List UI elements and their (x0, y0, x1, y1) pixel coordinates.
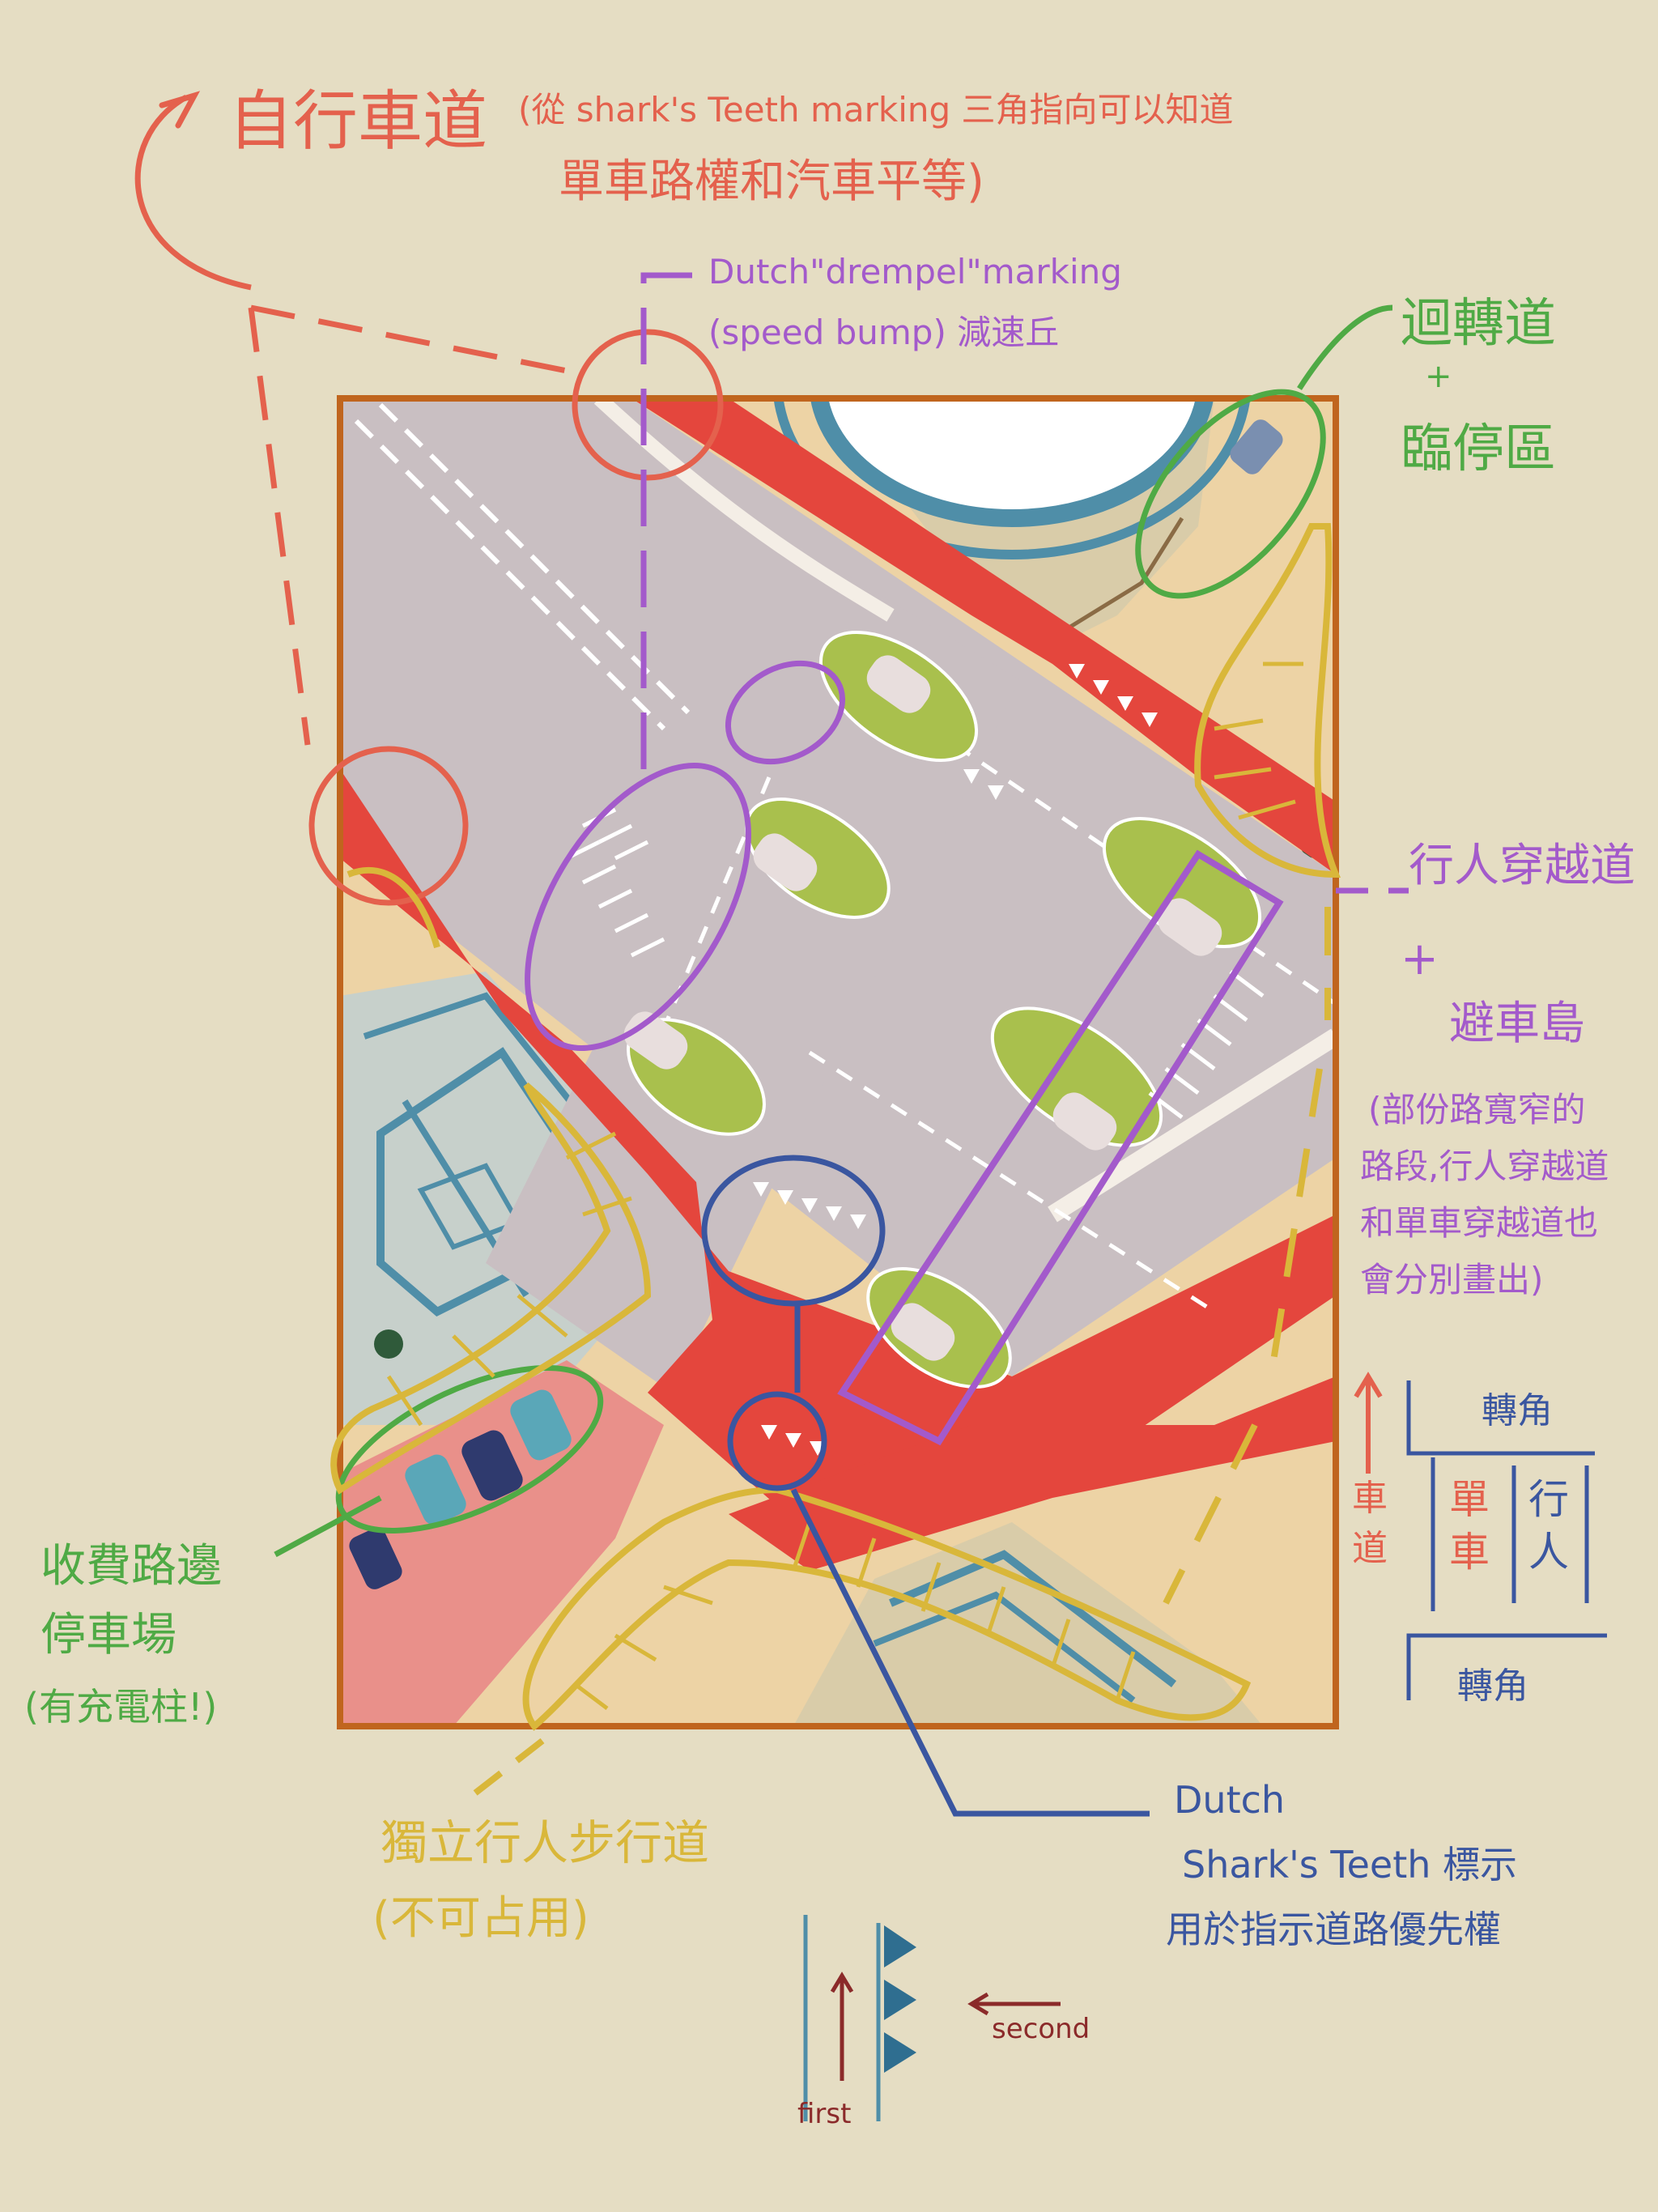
bottom-building (793, 1522, 1263, 1726)
sidewalk-outlines (330, 523, 1341, 1801)
lane-legend-arrow (1354, 1372, 1383, 1474)
bike-lane-south (340, 769, 1336, 1506)
priority-triangle-1 (884, 1925, 916, 1967)
crossing-note-1: (部份路寬窄的 (1368, 1090, 1586, 1129)
legend-lane-bike: 單車 (1449, 1476, 1490, 1576)
sidewalk-hatching (386, 661, 1303, 1710)
bike-lane-detail-2: 單車路權和汽車平等) (559, 155, 984, 208)
pickup-zone-label: 臨停區 (1401, 419, 1556, 479)
drempel-label-1: Dutch"drempel"marking (708, 252, 1122, 291)
parking-label-3: (有充電柱!) (24, 1685, 218, 1729)
u-turn-label: 迴轉道 (1401, 294, 1556, 354)
crossing-note-4: 會分別畫出) (1360, 1260, 1544, 1300)
priority-triangle-3 (884, 2032, 916, 2073)
sidewalk-label-1: 獨立行人步行道 (380, 1815, 710, 1870)
drempel-label-2: (speed bump) 減速丘 (708, 313, 1060, 352)
priority-legend (803, 1915, 1061, 2121)
crossing-note-3: 和單車穿越道也 (1360, 1203, 1599, 1243)
legend-corner-top: 轉角 (1482, 1390, 1553, 1431)
traffic-islands (623, 631, 1262, 1389)
green-callouts (274, 304, 1393, 1558)
parking-label-2: 停車場 (40, 1609, 176, 1661)
map (340, 398, 1336, 1726)
sharks-teeth-label-2: Shark's Teeth 標示 (1182, 1843, 1518, 1887)
parking-label-1: 收費路邊 (40, 1540, 222, 1593)
sidewalk-label-2: (不可占用) (372, 1892, 589, 1945)
crossing-note-2: 路段,行人穿越道 (1360, 1146, 1609, 1186)
bike-lane-callout (134, 91, 724, 906)
sharks-teeth-markings (753, 664, 1158, 1456)
lane-legend-box (1406, 1380, 1607, 1700)
legend-corner-bottom: 轉角 (1457, 1665, 1528, 1707)
map-frame (337, 395, 1339, 1729)
crossing-label: 行人穿越道 (1409, 840, 1635, 892)
priority-triangle-2 (884, 1980, 916, 2020)
bike-lane-bottom (340, 1360, 664, 1726)
crossing-plus: + (1401, 933, 1439, 985)
legend-lane-car: 車道 (1352, 1478, 1388, 1569)
sharks-teeth-label-1: Dutch (1174, 1778, 1286, 1822)
refuge-island-label: 避車島 (1449, 998, 1585, 1050)
u-turn-plus: + (1425, 358, 1452, 395)
sharks-teeth-callout (701, 1155, 1150, 1817)
bike-lane-detail-1: (從 shark's Teeth marking 三角指向可以知道 (518, 90, 1234, 130)
cross-road (486, 567, 1020, 1393)
drempel-callout (525, 272, 1409, 1446)
parked-cars (349, 419, 1283, 1589)
legend-lane-ped: 行人 (1528, 1476, 1569, 1576)
priority-second-label: second (992, 2013, 1090, 2045)
bike-lane-title: 自行車道 (228, 83, 487, 159)
sharks-teeth-label-3: 用於指示道路優先權 (1166, 1908, 1501, 1951)
priority-first-label: first (797, 2098, 852, 2130)
